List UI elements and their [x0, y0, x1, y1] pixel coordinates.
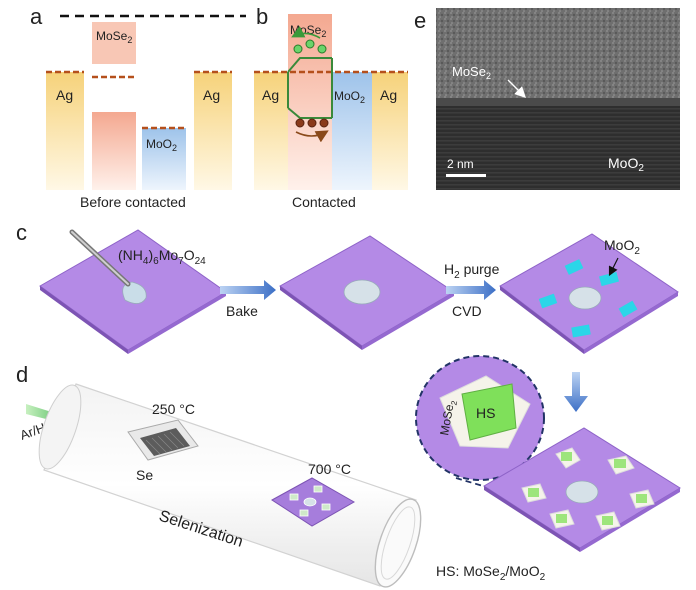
hs-legend: HS: MoSe2/MoO2 [436, 563, 546, 583]
substrate-3-edge-right [584, 292, 678, 354]
tube-left-end [38, 384, 82, 470]
ag-band-left-b [254, 72, 290, 190]
ag-label-right-b: Ag [380, 87, 397, 103]
ag-label-left-b: Ag [262, 87, 279, 103]
moo2-band-a [142, 128, 186, 190]
substrate-1-edge-right [128, 292, 226, 354]
mose2-conduction-band [92, 22, 136, 64]
tube-right-inner [380, 506, 416, 580]
furnace-flakes [289, 485, 331, 517]
panel-e: e MoSe2 MoO2 2 nm [414, 8, 680, 190]
temp-high-label: 700 °C [308, 461, 351, 477]
mose2-shell-label: MoSe2 [437, 398, 459, 437]
bake-arrow [220, 280, 276, 300]
panel-a: a Ag MoSe2 MoO2 Ag Before contacted [30, 4, 246, 210]
hs-label: HS [476, 405, 495, 421]
moo2-label-a: MoO2 [146, 137, 177, 153]
tem-moo2-label: MoO2 [608, 155, 644, 174]
precursor-droplet [122, 281, 147, 304]
panel-d: d Ar/H2 250 °C Se [16, 355, 681, 588]
tem-scale-bar [446, 174, 486, 177]
band-bending-vb [287, 107, 332, 119]
panel-c: c (NH4)6Mo7O24 Bake H2 purge CVD [16, 220, 679, 354]
final-substrate-edge-right [580, 488, 680, 552]
ag-band-right-b [372, 72, 408, 190]
tem-interface-layer [436, 98, 680, 106]
panel-b: b Ag MoSe2 MoO2 Ag Contacted [254, 4, 408, 210]
cvd-label: CVD [452, 303, 482, 319]
ag-band-right [194, 72, 232, 190]
se-label: Se [136, 467, 153, 483]
hs-core [461, 383, 517, 441]
mose2-label-b: MoSe2 [290, 23, 326, 39]
moo2-label-b: MoO2 [334, 89, 365, 105]
panel-b-caption: Contacted [292, 194, 356, 210]
electron-flow-arrow [291, 25, 321, 39]
panel-d-letter: d [16, 362, 28, 387]
cvd-arrow [446, 280, 496, 300]
tem-image-top [436, 8, 680, 104]
mose2-label-a: MoSe2 [96, 29, 132, 45]
moo2-band-b [332, 72, 372, 190]
moo2-flakes [538, 259, 638, 338]
tem-scale-label: 2 nm [447, 157, 474, 171]
h2-purge-label: H2 purge [444, 261, 500, 281]
substrate-1-edge [40, 286, 128, 354]
tem-pointer-arrow [507, 79, 526, 98]
mose2-valence-band [92, 112, 136, 190]
quartz-tube [43, 383, 417, 587]
center-precursor [568, 286, 602, 310]
substrate-2-edge-right [362, 292, 454, 350]
tem-mose2-label: MoSe2 [452, 64, 491, 81]
heterostructure-flakes [521, 447, 655, 531]
precursor-formula: (NH4)6Mo7O24 [118, 247, 206, 267]
ag-label-right: Ag [203, 87, 220, 103]
baked-precursor [343, 279, 381, 305]
tube-right-end [374, 498, 422, 588]
panel-e-letter: e [414, 8, 426, 33]
panel-c-letter: c [16, 220, 27, 245]
panel-b-letter: b [256, 4, 268, 29]
hole-flow-arrow [295, 130, 329, 143]
panel-a-letter: a [30, 4, 43, 29]
electrons [293, 39, 327, 54]
band-bending-cb [287, 57, 332, 73]
temp-low-label: 250 °C [152, 401, 195, 417]
se-boat [127, 419, 199, 461]
moo2-flake-pointer [608, 257, 619, 277]
ag-band-left [46, 72, 84, 190]
panel-a-caption: Before contacted [80, 194, 186, 210]
bake-label: Bake [226, 303, 258, 319]
final-center-precursor [565, 480, 599, 504]
down-arrow [564, 372, 588, 412]
ag-label-left: Ag [56, 87, 73, 103]
substrate-2-edge [280, 286, 362, 350]
tem-image-bottom [436, 106, 680, 190]
holes [295, 118, 329, 128]
final-substrate-edge [484, 486, 580, 552]
substrate-3-edge [500, 286, 584, 354]
moo2-flake-label: MoO2 [604, 237, 640, 257]
pipette-highlight [71, 231, 129, 285]
